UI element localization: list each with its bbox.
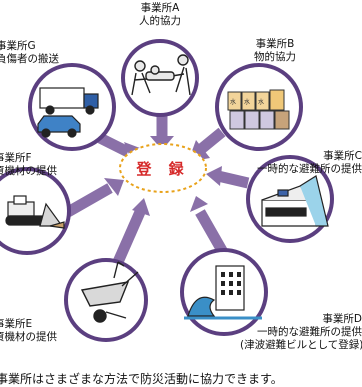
office-e-label: 事業所E 資機材の提供: [0, 318, 84, 344]
shelter-building-icon: [261, 175, 329, 227]
svg-text:水: 水: [244, 98, 250, 106]
arrowhead-e: [132, 198, 150, 216]
arrowhead-d: [190, 196, 208, 212]
office-b-name: 事業所B: [255, 38, 295, 50]
office-b-label: 事業所B 物的協力: [240, 38, 310, 64]
svg-text:水: 水: [258, 98, 264, 106]
svg-text:水: 水: [230, 98, 236, 106]
supply-jars-icon: 水 水 水: [227, 89, 290, 130]
center-register-label: 登 録: [136, 159, 190, 178]
arrows: [65, 112, 250, 265]
office-g-name: 事業所G: [0, 40, 36, 52]
office-e-desc: 資機材の提供: [0, 331, 57, 343]
office-c-desc: 一時的な避難所の提供: [257, 163, 362, 175]
office-c-name: 事業所C: [323, 150, 362, 162]
office-d-desc-2: (津波避難ビルとして登録): [240, 339, 362, 351]
arrowhead-f: [104, 178, 124, 196]
arrow-f: [65, 183, 113, 217]
office-a-name: 事業所A: [140, 2, 180, 14]
office-c-label: 事業所C 一時的な避難所の提供: [256, 150, 362, 176]
tsunami-building-icon: [184, 265, 262, 320]
office-g-desc: 負傷者の搬送: [0, 53, 59, 65]
office-f-name: 事業所F: [0, 152, 32, 164]
office-d-name: 事業所D: [322, 313, 362, 325]
footer-caption: 事業所はさまざまな方法で防災活動に協力できます。: [0, 372, 283, 386]
ambulance-truck-icon: [37, 87, 99, 138]
people-carrying-stretcher-icon: [131, 54, 191, 96]
office-f-label: 事業所F 資機材の提供: [0, 152, 74, 178]
office-a-label: 事業所A 人的協力: [128, 2, 192, 28]
office-a-desc: 人的協力: [139, 15, 181, 27]
arrow-d: [195, 209, 229, 257]
arrowhead-c: [206, 166, 222, 186]
arrow-c: [216, 170, 250, 189]
arrowhead-a: [150, 136, 174, 150]
office-b-desc: 物的協力: [254, 51, 296, 63]
wheelbarrow-tools-icon: [80, 261, 139, 323]
office-d-label: 事業所D 一時的な避難所の提供 (津波避難ビルとして登録): [240, 313, 362, 352]
arrow-b: [196, 127, 226, 155]
office-f-desc: 資機材の提供: [0, 165, 57, 177]
arrow-e: [112, 209, 146, 265]
bulldozer-icon: [5, 195, 65, 229]
arrow-g: [97, 133, 131, 157]
center-register-ellipse: [119, 143, 207, 193]
office-e-name: 事業所E: [0, 318, 33, 330]
office-g-label: 事業所G 負傷者の搬送: [0, 40, 76, 66]
office-d-desc-1: 一時的な避難所の提供: [257, 326, 362, 338]
